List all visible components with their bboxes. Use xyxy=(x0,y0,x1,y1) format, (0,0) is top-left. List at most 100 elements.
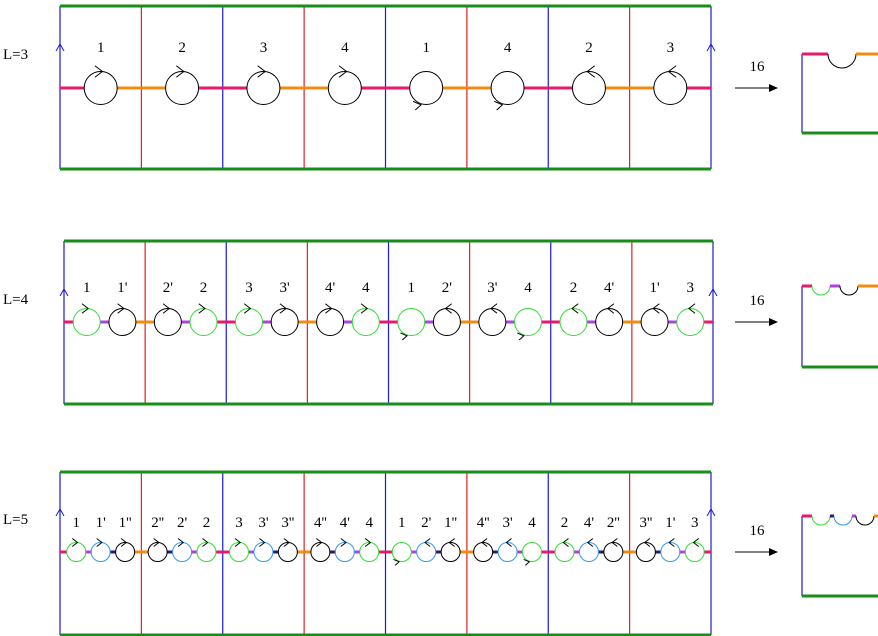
row-2-cell-2-label-2: 2 xyxy=(200,280,208,296)
row-2-orientation-arrow-20 xyxy=(606,303,615,314)
row-3-loop-circle xyxy=(603,542,624,562)
row-2-orientation-arrow-7 xyxy=(243,303,252,314)
row-1-boundary-arrow-2 xyxy=(706,42,716,52)
row-3-cell-7-label-1: 2 xyxy=(561,515,569,531)
row-2-cell-6-label-2: 4 xyxy=(524,280,532,296)
row-3-cell-5-label-2: 2' xyxy=(421,515,432,531)
row-3-cell-3-label-1: 3 xyxy=(235,515,243,531)
row-1-cell-3-label-1: 3 xyxy=(260,40,268,56)
row-1-orientation-arrow-1 xyxy=(94,65,104,78)
row-3-cell-3-label-3: 3'' xyxy=(281,515,294,531)
row-3-cell-2-label-3: 2 xyxy=(203,515,211,531)
row-3-cell-2-label-2: 2' xyxy=(177,515,188,531)
row-3-loop-circle xyxy=(172,542,193,562)
row-2-cell-5-label-2: 2' xyxy=(442,280,453,296)
row-3-cell-5-label-3: 1'' xyxy=(444,515,457,531)
row-2-orientation-arrow-14 xyxy=(444,303,452,314)
row-2-boundary-arrow-1 xyxy=(59,287,69,297)
row-3-loop-circle xyxy=(521,542,542,562)
row-3-loop-circle xyxy=(66,542,87,562)
row-2-loop-circle xyxy=(153,308,182,336)
row-3-orientation-arrow-3 xyxy=(120,538,128,547)
row-2-loop-circle xyxy=(478,308,507,336)
row-3-orientation-arrow-19 xyxy=(562,538,569,547)
row-3-loop-circle xyxy=(229,542,250,562)
row-1-loop-circle xyxy=(246,71,281,105)
row-2-orientation-arrow-23 xyxy=(688,303,696,314)
row-1-transfer-label: 16 xyxy=(750,59,766,75)
row-2-transfer-label: 16 xyxy=(750,293,766,309)
row-1-label: L=3 xyxy=(3,47,28,63)
row-3-cell-8-label-3: 3 xyxy=(691,515,699,531)
row-3-orientation-arrow-5 xyxy=(177,538,185,547)
row-3-result-bump xyxy=(855,515,875,526)
row-2-loop-circle xyxy=(316,308,345,336)
row-2-cell-1-label-1: 1 xyxy=(83,280,91,296)
row-3-orientation-arrow-15 xyxy=(448,538,455,547)
row-2-loop-circle xyxy=(234,308,263,336)
row-3-cell-1-label-2: 1' xyxy=(96,515,107,531)
row-2-label: L=4 xyxy=(3,292,29,308)
row-2-orientation-arrow-1 xyxy=(81,303,89,314)
row-3-loop-circle xyxy=(90,542,111,562)
row-3-loop-circle xyxy=(334,542,355,562)
row-3-cell-2-label-1: 2'' xyxy=(151,515,164,531)
row-2-orientation-arrow-8 xyxy=(279,303,287,314)
row-2-orientation-arrow-16 xyxy=(490,303,498,314)
row-2-loop-circle xyxy=(676,308,705,336)
row-2-loop-circle xyxy=(559,308,588,336)
row-1-loop-circle xyxy=(409,71,444,105)
row-3-orientation-arrow-18 xyxy=(523,558,531,566)
row-3-cell-4-label-1: 4'' xyxy=(314,515,327,531)
row-2-orientation-arrow-19 xyxy=(571,303,579,314)
row-1-loop-circle xyxy=(165,71,200,105)
row-3-loop-circle xyxy=(147,542,168,562)
row-2-transfer-arrowhead xyxy=(769,318,778,326)
row-3-cell-6-label-1: 4'' xyxy=(477,515,490,531)
row-3-cell-6-label-3: 4 xyxy=(528,515,536,531)
row-1-cell-4-label-1: 4 xyxy=(341,40,349,56)
row-3-transfer-arrowhead xyxy=(769,548,778,556)
row-2-orientation-arrow-13 xyxy=(400,332,408,341)
row-2-result-bump xyxy=(839,285,859,296)
row-1-loop-circle xyxy=(83,71,118,105)
row-1-loop-circle xyxy=(653,71,688,105)
row-3-orientation-arrow-4 xyxy=(153,538,160,547)
row-3-cell-1-label-3: 1'' xyxy=(119,515,132,531)
row-3-cell-7-label-3: 2'' xyxy=(607,515,620,531)
row-2-cell-6-label-1: 3' xyxy=(487,280,498,296)
row-2-cell-8-label-1: 1' xyxy=(649,280,660,296)
row-3-orientation-arrow-9 xyxy=(283,538,290,547)
row-3-cell-5-label-1: 1 xyxy=(398,515,406,531)
row-1-cell-5-label-1: 1 xyxy=(422,40,430,56)
row-1-cell-7-label-1: 2 xyxy=(585,40,593,56)
row-2-cell-4-label-2: 4 xyxy=(362,280,370,296)
row-3-boundary-arrow-1 xyxy=(55,507,65,517)
row-3-orientation-arrow-21 xyxy=(611,538,618,547)
row-3-loop-circle xyxy=(277,542,298,562)
row-1-transfer-arrowhead xyxy=(769,84,778,92)
row-3-cell-4-label-2: 4' xyxy=(340,515,351,531)
row-3-cell-4-label-3: 4 xyxy=(365,515,373,531)
row-1-loop-circle xyxy=(571,71,606,105)
row-2-boundary-arrow-2 xyxy=(708,287,718,297)
row-1-orientation-arrow-13 xyxy=(412,100,422,111)
row-2-loop-circle xyxy=(108,308,137,336)
row-2-loop-circle xyxy=(189,308,218,336)
row-3-orientation-arrow-6 xyxy=(202,538,209,547)
row-2-cell-3-label-1: 3 xyxy=(245,280,253,296)
row-2-loop-circle xyxy=(351,308,380,336)
row-3-cell-3-label-2: 3' xyxy=(258,515,269,531)
row-2-cell-5-label-1: 1 xyxy=(407,280,415,296)
row-3-cell-1-label-1: 1 xyxy=(73,515,81,531)
row-3-loop-circle xyxy=(391,542,412,562)
row-1-cell-8-label-1: 3 xyxy=(667,40,675,56)
row-3-loop-circle xyxy=(684,542,705,562)
row-3-cell-6-label-2: 3' xyxy=(502,515,513,531)
row-2-loop-circle xyxy=(270,308,299,336)
row-1-orientation-arrow-22 xyxy=(667,65,677,78)
